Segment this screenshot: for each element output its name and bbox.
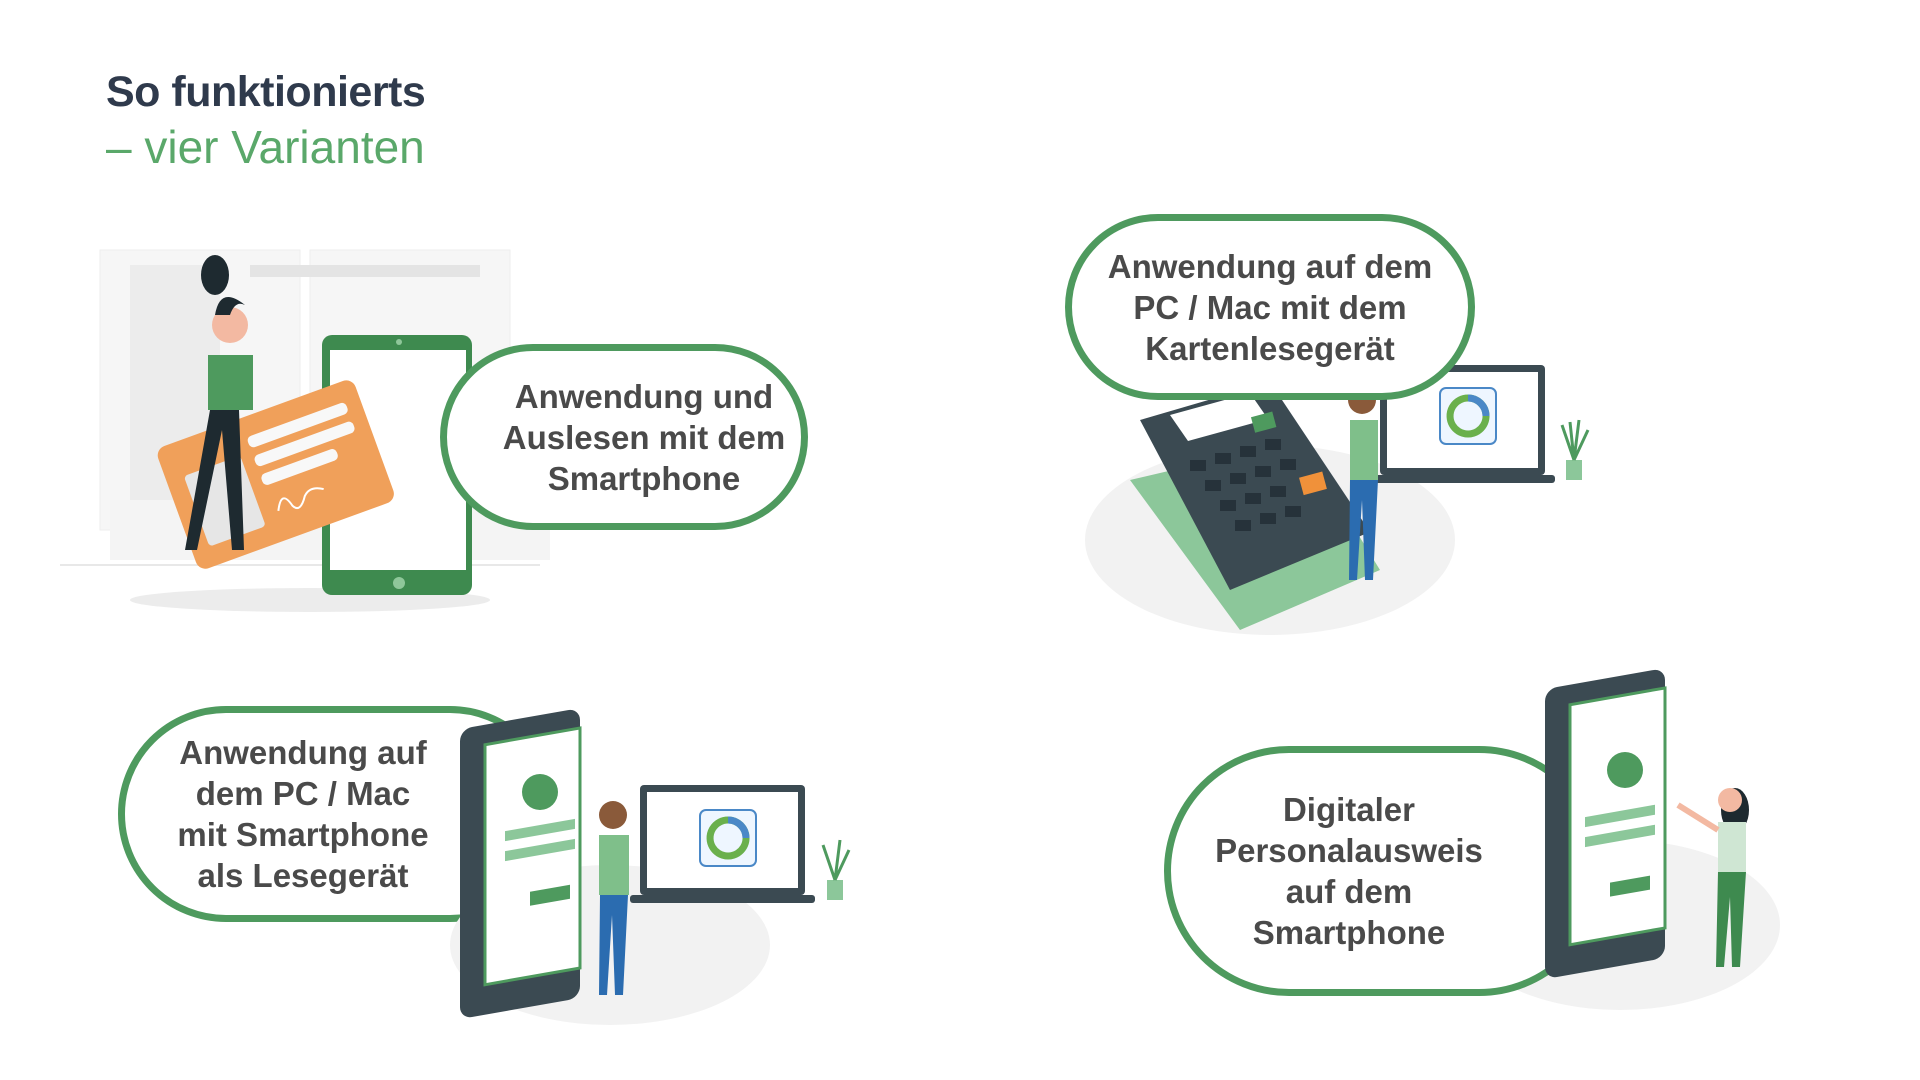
variant-2-text: Anwendung auf dem PC / Mac mit dem Karte… <box>1108 246 1433 369</box>
variant-3-line-4: als Lesegerät <box>197 857 409 894</box>
phone-icon <box>1545 669 1667 978</box>
woman-figure-icon <box>185 255 253 550</box>
title-line-2: – vier Varianten <box>106 121 425 173</box>
variant-2-line-2: PC / Mac mit dem <box>1133 288 1407 326</box>
variant-1-text: Anwendung und Auslesen mit dem Smartphon… <box>503 376 785 499</box>
variant-4-label: Digitaler Personalausweis auf dem Smartp… <box>1164 746 1604 996</box>
title-line-1: So funktionierts <box>106 68 426 116</box>
illustration-digital-id-front <box>1545 669 1749 978</box>
plant-icon <box>1560 419 1590 480</box>
variant-4-text: Digitaler Personalausweis auf dem Smartp… <box>1215 789 1483 953</box>
woman-figure-icon <box>1676 788 1749 967</box>
variant-3-text: Anwendung auf dem PC / Mac mit Smartphon… <box>177 732 428 896</box>
variant-2-label: Anwendung auf dem PC / Mac mit dem Karte… <box>1065 214 1475 400</box>
variant-1-line-1: Anwendung und <box>514 377 774 415</box>
woman-figure-icon <box>1348 386 1378 580</box>
laptop-icon <box>630 785 815 903</box>
illustration-pc-card-reader <box>1085 365 1590 635</box>
variant-3-line-2: dem PC / Mac <box>195 775 411 812</box>
woman-figure-icon <box>599 801 629 995</box>
variant-1-label: Anwendung und Auslesen mit dem Smartphon… <box>440 344 808 530</box>
phone-icon <box>460 709 582 1018</box>
variant-4-line-1: Digitaler <box>1282 791 1416 828</box>
illustration-smartphone-id-card <box>60 249 550 612</box>
variant-1-line-3: Smartphone <box>547 459 741 497</box>
variant-1-line-2: Auslesen mit dem <box>502 418 786 456</box>
variant-2-line-1: Anwendung auf dem <box>1107 247 1433 285</box>
variant-4-line-3: auf dem <box>1285 873 1413 910</box>
variant-4-line-4: Smartphone <box>1252 914 1446 951</box>
variant-4-line-2: Personalausweis <box>1215 832 1483 869</box>
variant-3-line-1: Anwendung auf <box>179 734 427 771</box>
illustration-pc-smartphone-reader <box>450 709 851 1025</box>
variant-2-line-3: Kartenlesegerät <box>1145 329 1395 367</box>
plant-icon <box>821 839 851 900</box>
card-reader-icon <box>1130 382 1380 630</box>
page-title: So funktionierts – vier Varianten <box>106 66 426 176</box>
variant-3-line-3: mit Smartphone <box>177 816 429 853</box>
